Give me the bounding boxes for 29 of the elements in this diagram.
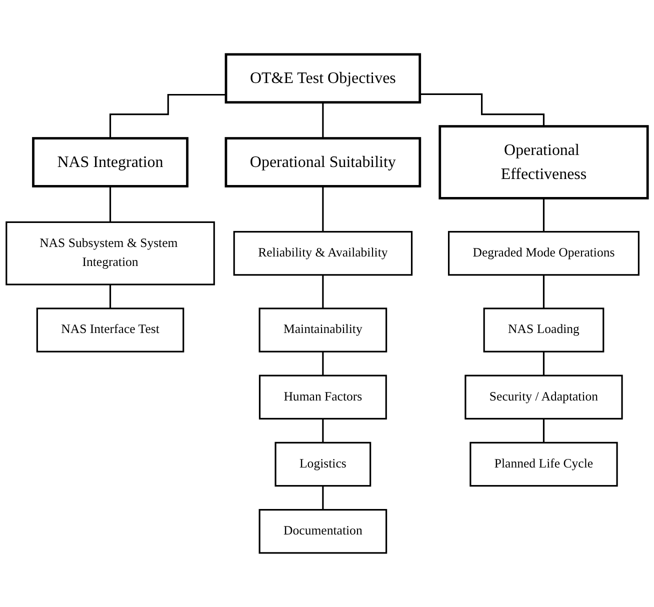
node-box: Maintainability (258, 307, 388, 352)
connector (109, 284, 112, 310)
connector (109, 94, 226, 139)
node-box: Human Factors (258, 374, 387, 420)
connector (322, 101, 324, 139)
node-box: Degraded Mode Operations (448, 230, 640, 276)
connector (420, 93, 545, 127)
node-box: Reliability & Availability (233, 230, 413, 276)
connector (542, 197, 545, 232)
node-box: NAS Subsystem & System Integration (6, 221, 215, 286)
node-box: Logistics (274, 442, 372, 486)
node-box: NAS Integration (32, 136, 188, 188)
connector (322, 418, 324, 444)
node-box: Documentation (258, 508, 388, 554)
node-box: Operational Effectiveness (438, 124, 649, 200)
node-box: NAS Loading (483, 307, 604, 352)
connector (322, 350, 324, 376)
connector (322, 274, 324, 310)
node-box: NAS Interface Test (36, 307, 184, 352)
connector (542, 350, 545, 376)
node-box: Operational Suitability (224, 136, 422, 188)
connector (109, 185, 112, 223)
connector (322, 185, 324, 232)
connector (542, 418, 545, 444)
node-box: Planned Life Cycle (470, 442, 618, 486)
connector (322, 484, 324, 510)
connector (542, 274, 545, 310)
node-box: OT&E Test Objectives (224, 53, 422, 104)
node-box: Security / Adaptation (464, 374, 623, 420)
